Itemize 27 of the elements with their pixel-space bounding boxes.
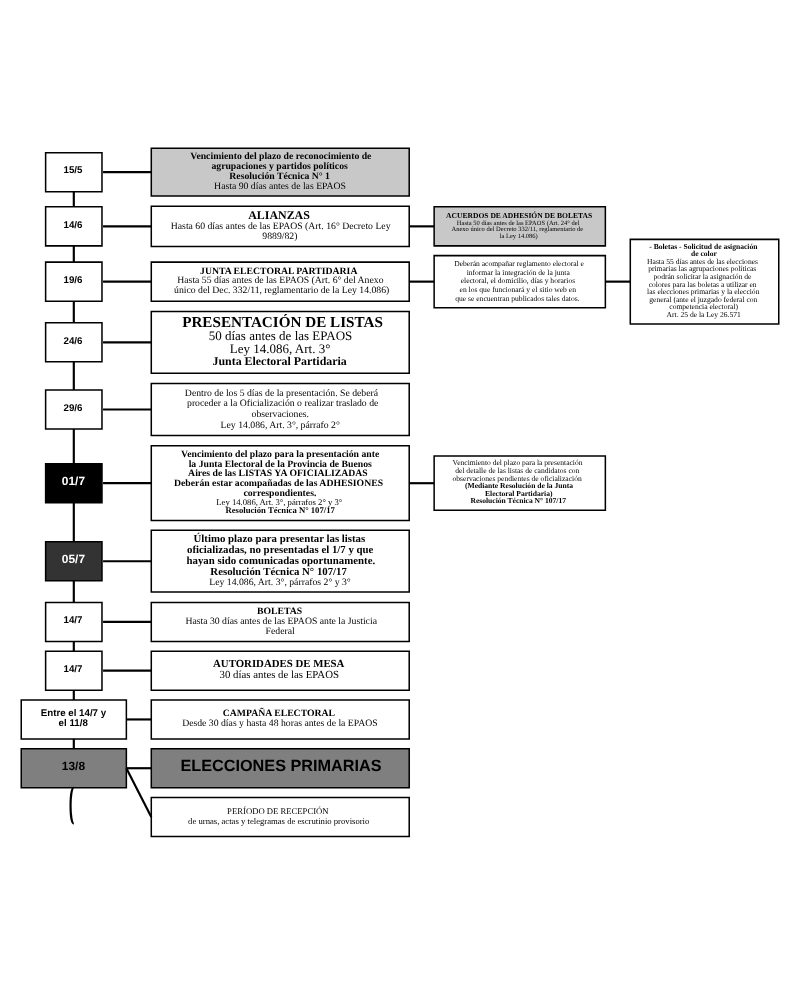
connector <box>72 502 75 542</box>
connector <box>605 280 631 283</box>
connector <box>126 718 152 721</box>
connector <box>103 482 152 485</box>
connector <box>72 580 75 603</box>
connector <box>103 280 152 283</box>
connector <box>72 245 75 263</box>
connector <box>103 341 152 344</box>
connector <box>409 482 435 485</box>
connector <box>69 787 75 825</box>
connector <box>409 280 435 283</box>
connector <box>72 690 75 700</box>
connector <box>103 560 152 563</box>
connector <box>103 669 152 672</box>
connector <box>72 738 75 749</box>
connector <box>126 767 152 770</box>
connector <box>103 171 152 174</box>
connector <box>72 641 75 652</box>
connector <box>72 361 75 390</box>
connector <box>72 301 75 323</box>
connector <box>409 225 435 228</box>
connector <box>72 191 75 207</box>
connector <box>125 767 153 818</box>
connector <box>103 408 152 411</box>
connector <box>72 429 75 464</box>
connector <box>103 620 152 623</box>
connector <box>103 225 152 228</box>
